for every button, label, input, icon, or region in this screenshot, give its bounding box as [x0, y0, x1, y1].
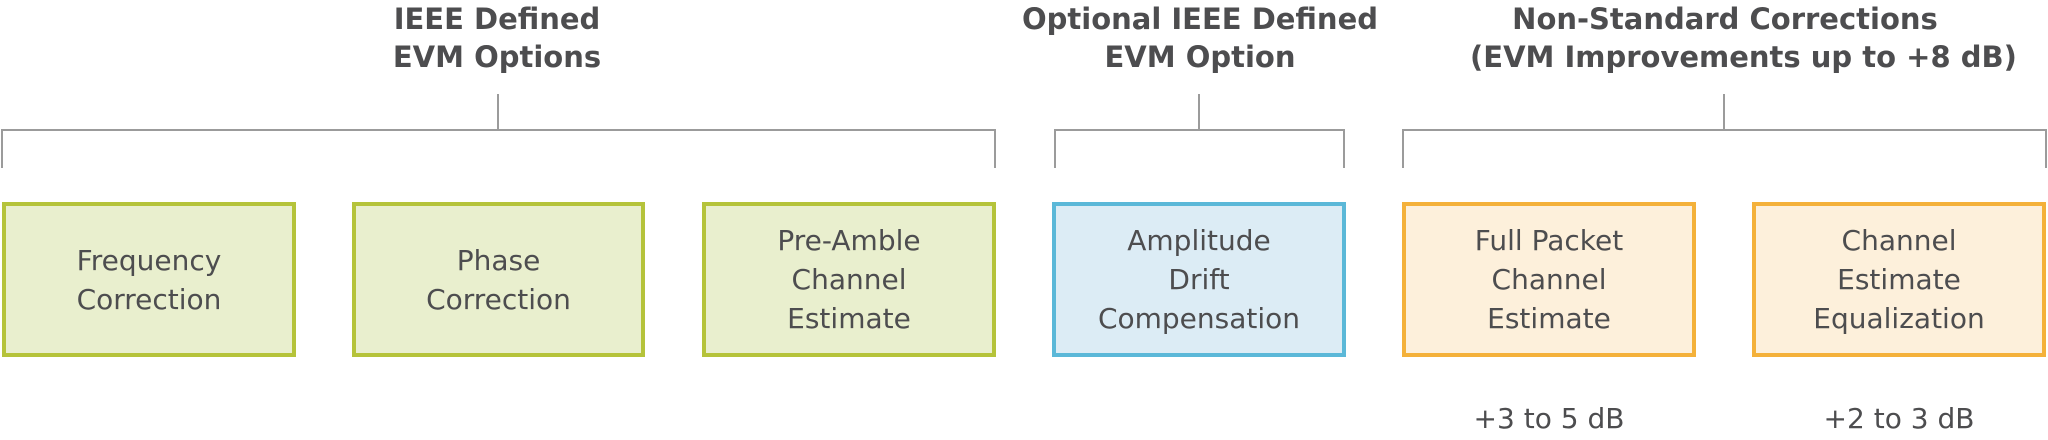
- gain-label-full-packet: +3 to 5 dB: [1473, 402, 1625, 435]
- box-amplitude-drift-compensation: Amplitude Drift Compensation: [1052, 202, 1346, 357]
- box-channel-estimate-equalization: Channel Estimate Equalization: [1752, 202, 2046, 357]
- box-channel-estimate-equalization-line3: Equalization: [1813, 302, 1985, 335]
- group-title-optional: Optional IEEE Defined EVM Option: [1015, 0, 1385, 76]
- box-preamble-channel-estimate-line2: Channel: [791, 263, 907, 296]
- group-title-ieee-line1: IEEE Defined: [393, 2, 601, 36]
- box-full-packet-channel-estimate-line3: Estimate: [1487, 302, 1611, 335]
- box-frequency-correction-line1: Frequency: [76, 243, 222, 277]
- box-full-packet-channel-estimate-line2: Channel: [1491, 263, 1607, 296]
- box-preamble-channel-estimate-line3: Estimate: [787, 302, 911, 335]
- box-phase-correction: Phase Correction: [352, 202, 645, 357]
- box-amplitude-drift-compensation-line2: Drift: [1168, 263, 1230, 296]
- group-title-ieee-line2: EVM Options: [392, 40, 602, 74]
- group-title-optional-line2: EVM Option: [1104, 40, 1296, 74]
- gain-label-equalization: +2 to 3 dB: [1823, 402, 1975, 435]
- box-frequency-correction-line2: Correction: [76, 282, 222, 316]
- box-frequency-correction: Frequency Correction: [2, 202, 296, 357]
- box-channel-estimate-equalization-line1: Channel: [1841, 224, 1957, 257]
- box-amplitude-drift-compensation-line1: Amplitude: [1127, 224, 1271, 257]
- box-amplitude-drift-compensation-line3: Compensation: [1097, 302, 1301, 335]
- box-phase-correction-line2: Correction: [426, 282, 571, 316]
- box-phase-correction-line1: Phase: [456, 243, 541, 277]
- group-title-ieee: IEEE Defined EVM Options: [297, 0, 697, 76]
- box-full-packet-channel-estimate-line1: Full Packet: [1474, 224, 1624, 257]
- bracket-nonstandard: [1402, 94, 2047, 168]
- bracket-optional: [1054, 94, 1345, 168]
- group-title-nonstandard-line1: Non-Standard Corrections: [1512, 2, 1938, 36]
- group-title-nonstandard-line2: (EVM Improvements up to +8 dB): [1470, 40, 2017, 74]
- box-preamble-channel-estimate: Pre-Amble Channel Estimate: [702, 202, 996, 357]
- box-preamble-channel-estimate-line1: Pre-Amble: [777, 224, 921, 257]
- group-title-optional-line1: Optional IEEE Defined: [1021, 2, 1378, 36]
- group-title-nonstandard: Non-Standard Corrections (EVM Improvemen…: [1470, 0, 2017, 76]
- bracket-ieee: [1, 94, 996, 168]
- box-channel-estimate-equalization-line2: Estimate: [1837, 263, 1961, 296]
- box-full-packet-channel-estimate: Full Packet Channel Estimate: [1402, 202, 1696, 357]
